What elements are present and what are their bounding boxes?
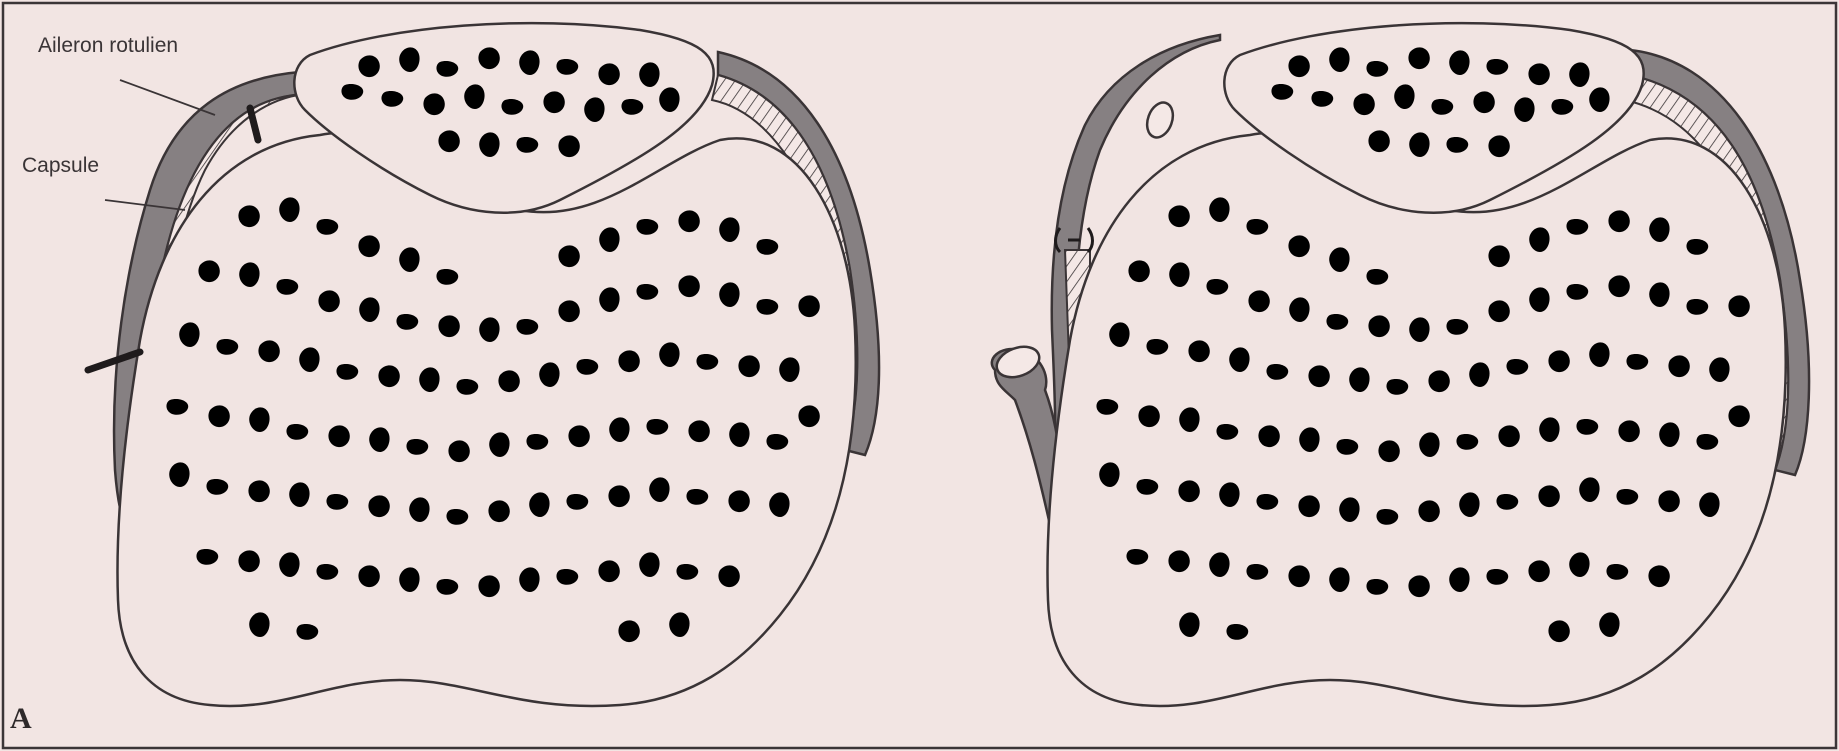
left-knee [88,23,879,706]
panel-letter: A [10,702,32,735]
capsule-label: Capsule [22,154,99,177]
aileron-rotulien-label: Aileron rotulien [38,34,178,57]
